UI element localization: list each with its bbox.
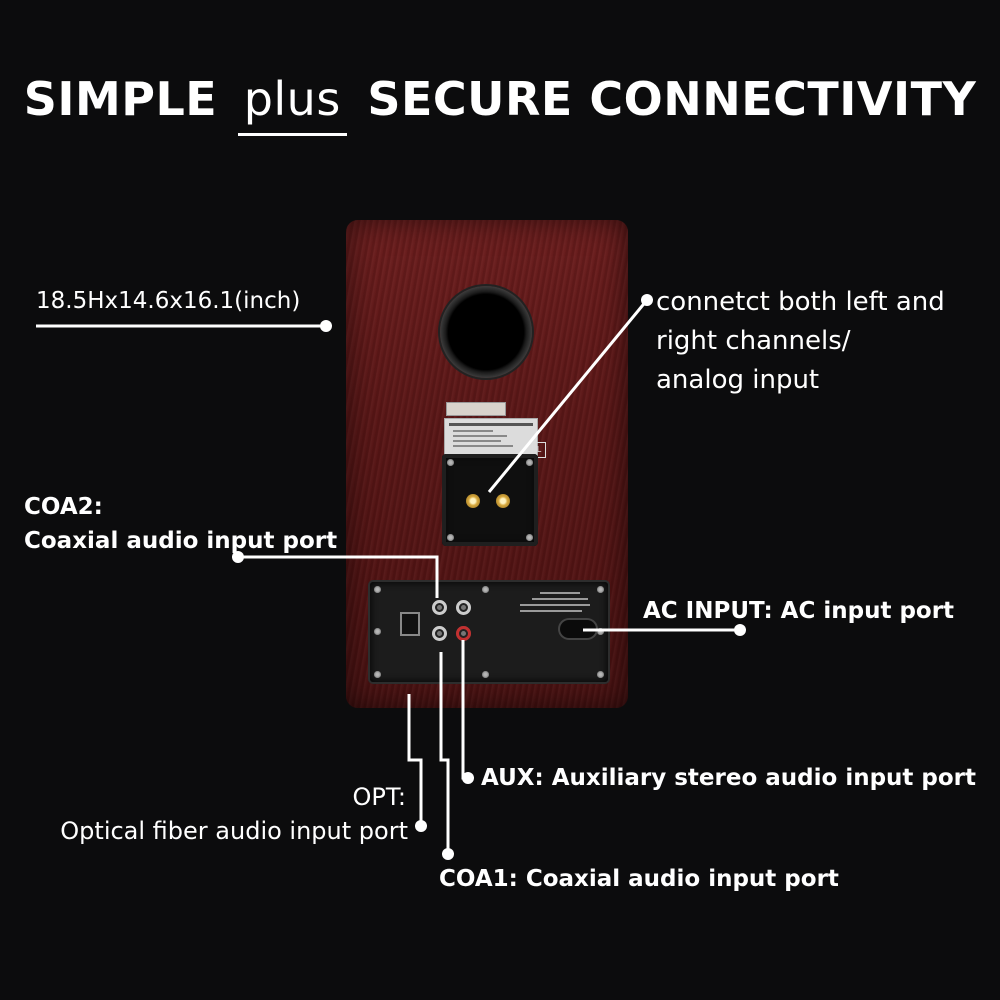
headline-plus-underline	[237, 133, 347, 136]
coa2-jack	[432, 600, 447, 615]
analog-line-1: connetct both left and	[656, 287, 945, 317]
dimension-dot	[320, 320, 332, 332]
ac-inlet	[560, 620, 596, 638]
coa1-dot	[442, 848, 454, 860]
headline-simple: SIMPLE	[23, 72, 218, 126]
coa2-title: COA2:	[24, 494, 103, 520]
speaker-rear-panel: L	[346, 220, 628, 708]
analog-input-label: connetct both left and right channels/ a…	[656, 283, 945, 400]
aux-dot	[462, 772, 474, 784]
coa2-dot	[232, 551, 244, 563]
aux-label: AUX: Auxiliary stereo audio input port	[481, 765, 977, 791]
analog-line-2: right channels/	[656, 326, 851, 356]
optical-port	[402, 614, 418, 634]
serial-sticker	[446, 402, 506, 416]
coa1-label: COA1: Coaxial audio input port	[439, 866, 839, 892]
speaker-terminal-cup	[442, 454, 538, 546]
binding-post-left	[466, 494, 480, 508]
coa1-leader	[439, 652, 450, 852]
coa1-jack	[432, 626, 447, 641]
analog-line-3: analog input	[656, 365, 820, 395]
ac-input-label: AC INPUT: AC input port	[643, 598, 955, 624]
amplifier-label-plate	[520, 590, 602, 618]
binding-post-right	[496, 494, 510, 508]
aux-leader	[461, 640, 468, 780]
dimensions-label: 18.5Hx14.6x16.1(inch)	[36, 288, 301, 314]
analog-dot	[641, 294, 653, 306]
bass-port	[440, 286, 532, 378]
coa2-leader	[238, 555, 439, 598]
aux-jack-left	[456, 600, 471, 615]
opt-label: OPT: Optical fiber audio input port	[10, 780, 408, 848]
opt-desc: Optical fiber audio input port	[60, 817, 408, 845]
analog-leader	[487, 299, 649, 493]
aux-jack-right	[456, 626, 471, 641]
opt-title: OPT:	[352, 783, 406, 811]
opt-leader	[407, 694, 423, 826]
channel-mark: L	[532, 442, 546, 458]
ac-dot	[734, 624, 746, 636]
coa2-desc: Coaxial audio input port	[24, 528, 338, 554]
headline-secure-connectivity: SECURE CONNECTIVITY	[367, 72, 977, 126]
opt-dot	[415, 820, 427, 832]
headline-plus: plus	[237, 72, 347, 136]
coa2-label: COA2: Coaxial audio input port	[24, 490, 337, 558]
headline: SIMPLE plus SECURE CONNECTIVITY	[0, 72, 1000, 136]
headline-plus-text: plus	[243, 72, 341, 126]
amplifier-input-panel	[370, 582, 608, 682]
